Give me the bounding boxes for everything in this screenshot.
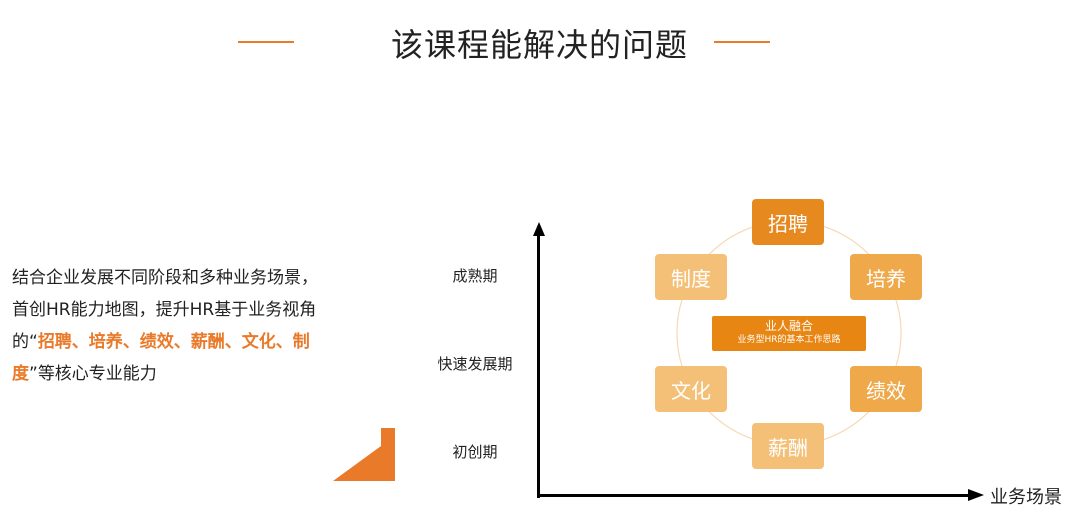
- description-highlight: 招聘、培养、绩效、薪酬、文化、制度: [12, 332, 310, 384]
- description-open-quote: “: [29, 332, 38, 352]
- node-training: 培养: [850, 254, 922, 300]
- description-text-1: 结合企业发展不同阶段和多种业务场景，首创HR能力地图，提升HR基于业务视角的: [12, 268, 318, 352]
- stage-label-rapid-growth: 快速发展期: [437, 355, 513, 373]
- description-text-2: 等核心专业能力: [37, 364, 157, 384]
- course-description: 结合企业发展不同阶段和多种业务场景，首创HR能力地图，提升HR基于业务视角的“招…: [12, 262, 332, 390]
- node-compensation: 薪酬: [752, 423, 824, 469]
- node-system: 制度: [655, 254, 727, 300]
- node-recruitment: 招聘: [752, 199, 824, 245]
- center-title: 业人融合: [764, 319, 813, 333]
- stage-label-mature: 成熟期: [452, 267, 498, 285]
- center-subtitle: 业务型HR的基本工作思路: [737, 335, 841, 345]
- y-axis-arrow: [533, 222, 545, 236]
- x-axis-label: 业务场景: [990, 487, 1062, 508]
- title-decor-line-left: [238, 41, 294, 43]
- page-title: 该课程能解决的问题: [390, 26, 688, 64]
- node-performance: 绩效: [850, 366, 922, 412]
- stage-label-startup: 初创期: [452, 443, 498, 461]
- node-culture: 文化: [655, 366, 727, 412]
- x-axis: [537, 494, 971, 497]
- corner-decoration: [333, 428, 395, 481]
- title-decor-line-right: [714, 41, 770, 43]
- y-axis: [537, 232, 540, 498]
- x-axis-arrow: [968, 489, 984, 501]
- center-box: 业人融合 业务型HR的基本工作思路: [712, 316, 866, 351]
- description-close-quote: ”: [29, 364, 38, 384]
